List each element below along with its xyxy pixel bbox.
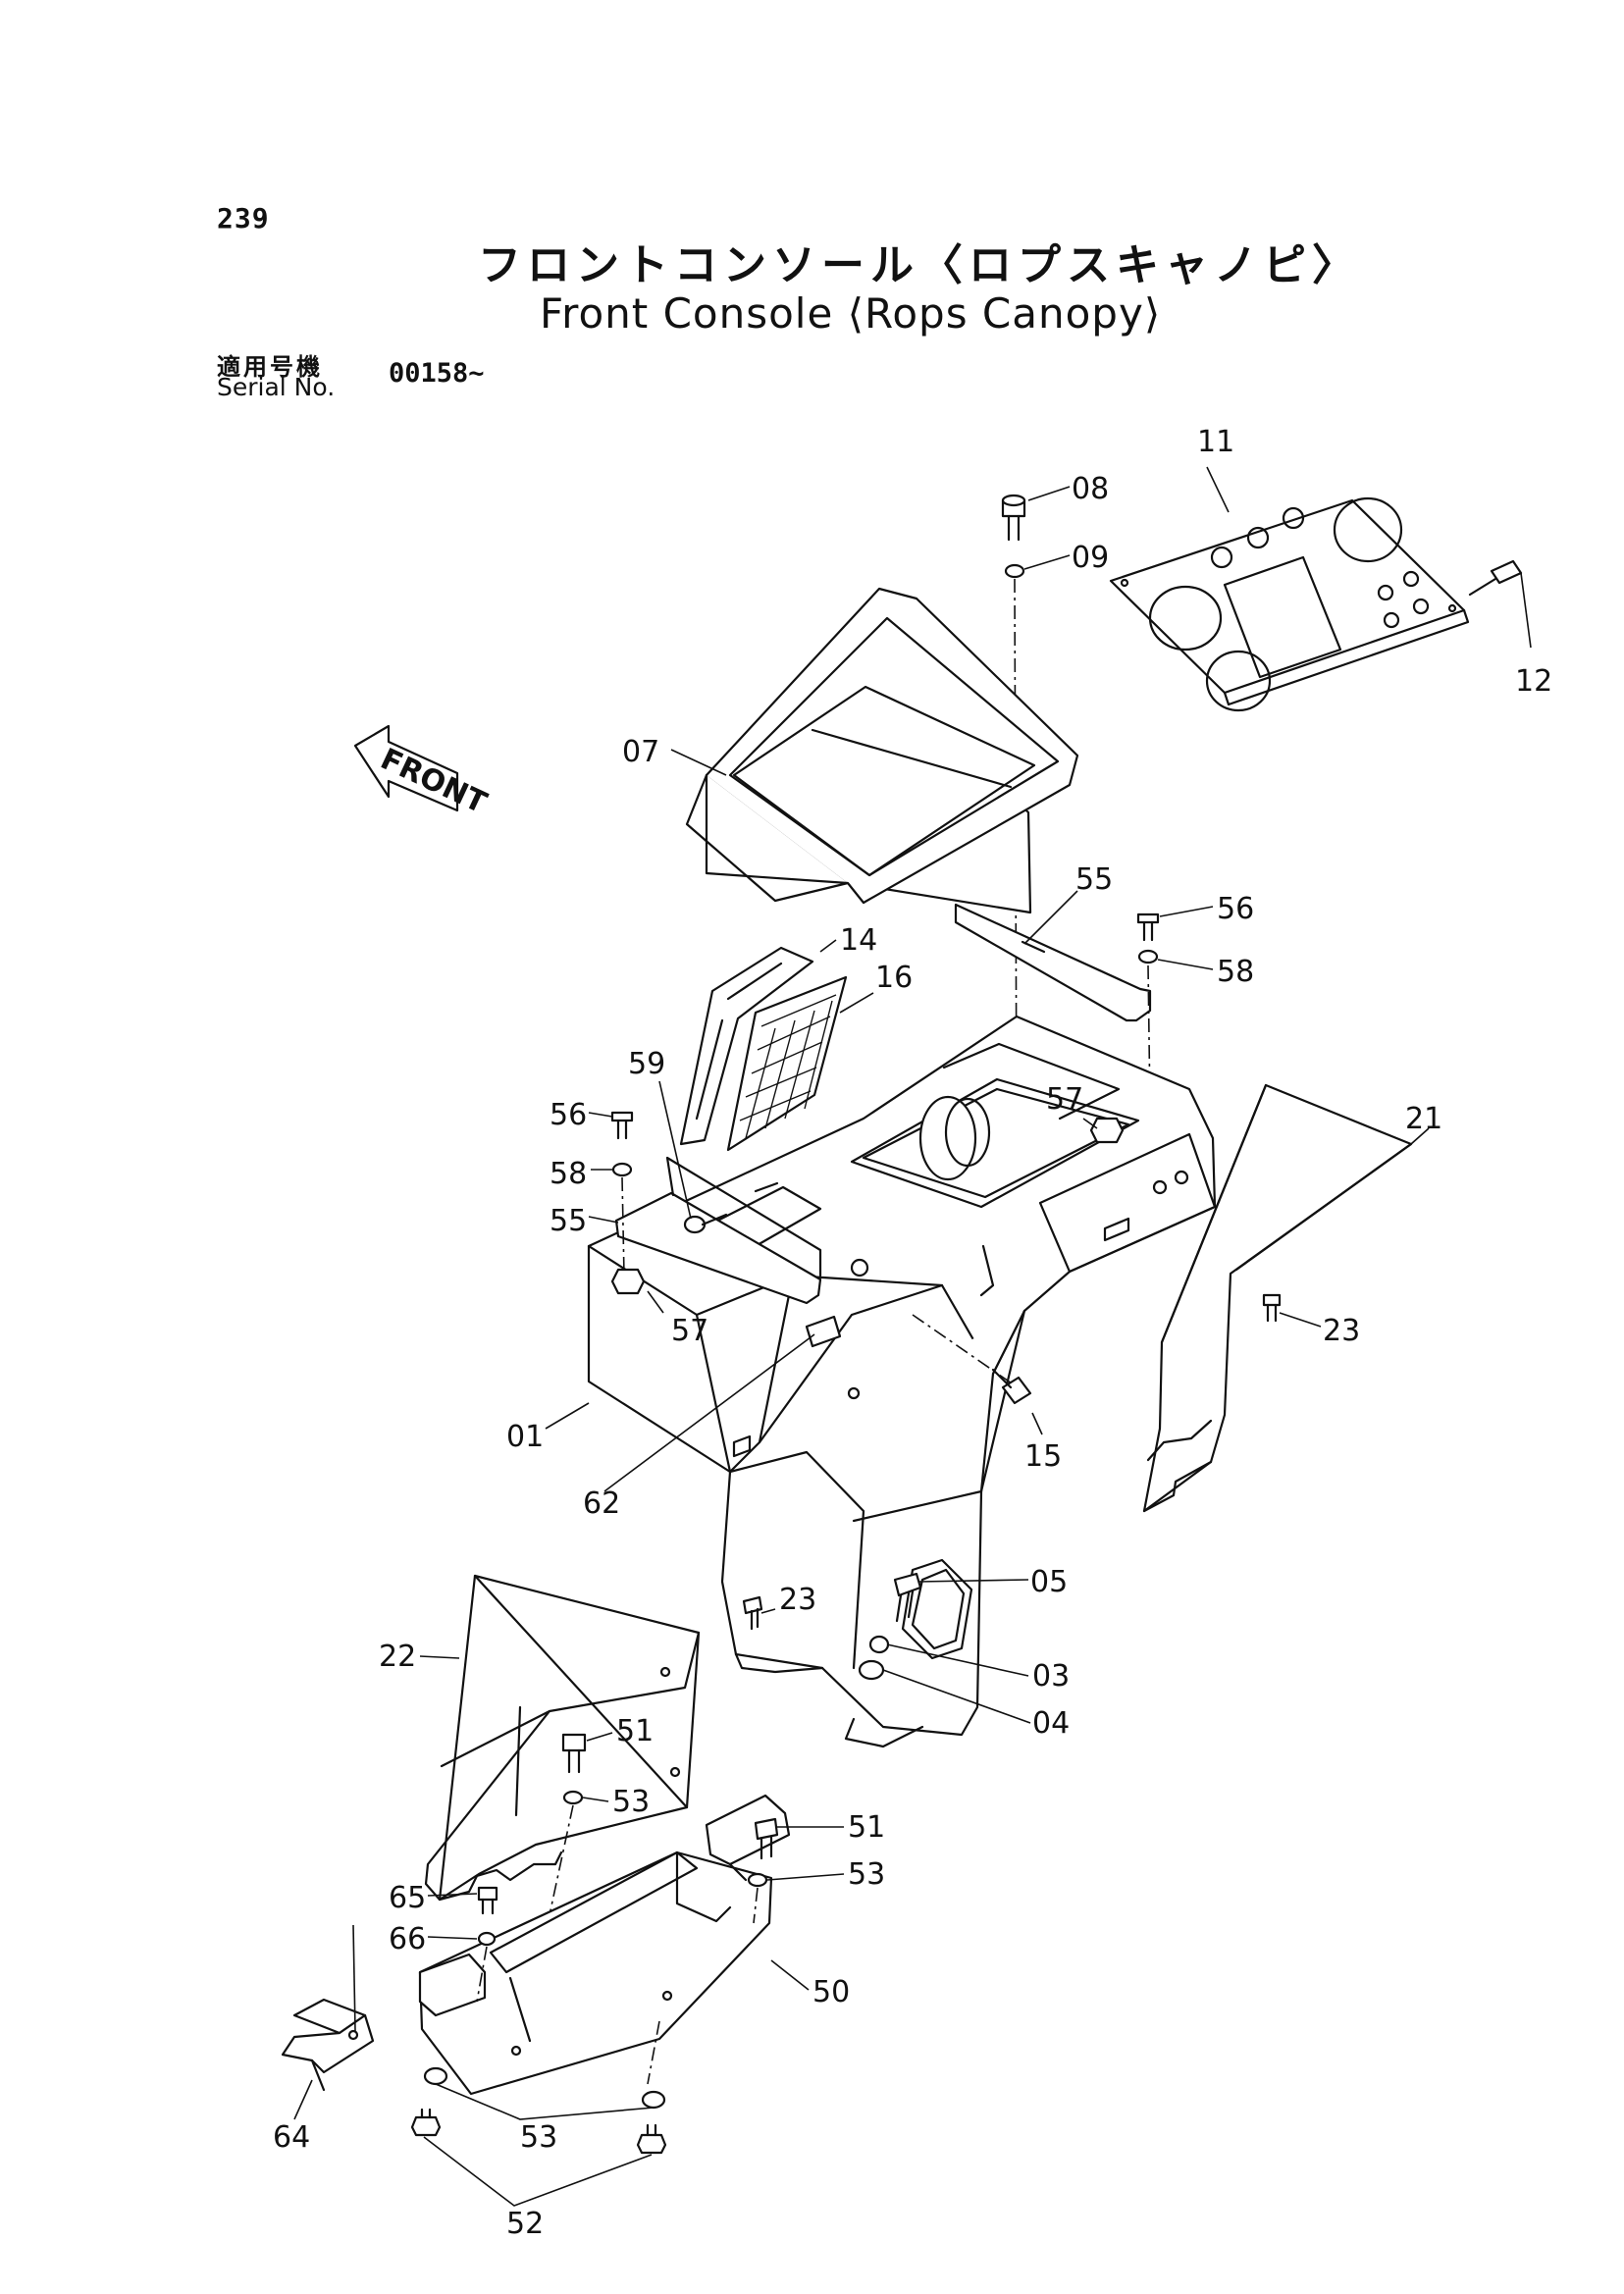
part-12-screw xyxy=(1468,559,1523,597)
callout-51-right: 51 xyxy=(848,1810,885,1845)
callout-11: 11 xyxy=(1197,425,1234,459)
callout-57-right: 57 xyxy=(1046,1082,1083,1117)
callout-53-bottom: 53 xyxy=(520,2120,557,2155)
callout-53-right: 53 xyxy=(848,1857,885,1892)
part-04-washer xyxy=(858,1659,885,1681)
part-58-washer-right xyxy=(1137,949,1159,965)
callout-62: 62 xyxy=(583,1486,620,1521)
callout-04: 04 xyxy=(1032,1706,1070,1741)
callout-55-left: 55 xyxy=(550,1204,587,1238)
callout-57-left: 57 xyxy=(671,1314,708,1348)
part-62-fitting xyxy=(805,1315,842,1348)
callout-23-right: 23 xyxy=(1323,1314,1360,1348)
part-53-washer-right xyxy=(747,1872,768,1888)
callout-07: 07 xyxy=(622,735,659,769)
callout-labels: 08 09 11 12 07 55 56 58 14 16 57 21 59 5… xyxy=(273,425,1552,2241)
callout-58-right: 58 xyxy=(1217,955,1254,989)
part-21-side-cover-right xyxy=(1142,1083,1413,1513)
title-japanese: フロントコンソール〈ロプスキャノピ〉 xyxy=(478,240,1361,290)
callout-64: 64 xyxy=(273,2120,310,2155)
leader-lines xyxy=(293,466,1532,2207)
part-50-base-plate xyxy=(418,1794,791,2096)
callout-12: 12 xyxy=(1515,664,1552,699)
callout-23-left: 23 xyxy=(779,1583,816,1617)
part-51-bolt-left xyxy=(561,1733,587,1774)
callout-09: 09 xyxy=(1072,541,1109,575)
serial-label-english: Serial No. xyxy=(217,373,336,401)
callout-15: 15 xyxy=(1024,1439,1062,1474)
callout-51-left: 51 xyxy=(616,1714,654,1748)
part-53-washer-bottom-left xyxy=(423,2066,448,2086)
part-03-lock-washer xyxy=(868,1635,890,1654)
callout-55-right: 55 xyxy=(1075,862,1113,897)
part-23-bolt-right xyxy=(1262,1293,1282,1323)
part-55-cover-right xyxy=(954,903,1152,1022)
callout-66: 66 xyxy=(389,1922,426,1956)
serial-label-japanese: 適用号機 xyxy=(217,353,323,381)
part-65-bolt xyxy=(477,1886,498,1915)
callout-65: 65 xyxy=(389,1881,426,1915)
pedestal xyxy=(720,1310,1025,1748)
part-14-bracket xyxy=(679,946,814,1146)
part-59-screw xyxy=(683,1213,728,1234)
part-11-instrument-panel xyxy=(1109,496,1470,712)
callout-56-right: 56 xyxy=(1217,892,1254,926)
part-09-washer xyxy=(1004,563,1025,579)
part-64-bracket xyxy=(281,1924,375,2092)
front-arrow-icon: FRONT xyxy=(353,724,493,821)
part-07-meter-hood xyxy=(685,587,1079,914)
part-52-bolt-left xyxy=(410,2108,442,2137)
callout-50: 50 xyxy=(812,1975,850,2009)
callout-53-left: 53 xyxy=(612,1785,650,1819)
callout-58-left: 58 xyxy=(550,1157,587,1191)
part-15-bolt xyxy=(991,1368,1032,1405)
part-56-screw-left xyxy=(610,1111,634,1140)
part-05-bolt xyxy=(893,1572,922,1623)
callout-08: 08 xyxy=(1072,472,1109,506)
part-16-filter xyxy=(726,975,848,1152)
callout-03: 03 xyxy=(1032,1659,1070,1694)
callout-56-left: 56 xyxy=(550,1098,587,1132)
callout-21: 21 xyxy=(1405,1102,1442,1136)
part-23-bolt-left xyxy=(742,1595,763,1631)
part-57-nut-right xyxy=(1089,1117,1125,1144)
title-english: Front Console ⟨Rops Canopy⟩ xyxy=(540,289,1162,338)
part-52-bolt-right xyxy=(636,2123,667,2155)
callout-14: 14 xyxy=(840,923,877,958)
part-53-washer-left xyxy=(562,1790,584,1805)
callout-52: 52 xyxy=(506,2207,544,2241)
part-53-washer-bottom-right xyxy=(641,2090,666,2110)
callout-05: 05 xyxy=(1030,1565,1068,1599)
serial-value: 00158~ xyxy=(389,358,485,389)
part-56-screw-right xyxy=(1136,912,1160,942)
callout-59: 59 xyxy=(628,1047,665,1081)
callout-22: 22 xyxy=(379,1640,416,1674)
page-number: 239 xyxy=(217,202,270,235)
callout-16: 16 xyxy=(875,961,913,995)
part-57-nut-left xyxy=(610,1268,646,1295)
part-55-cover-left xyxy=(614,1156,822,1305)
part-66-washer xyxy=(477,1931,497,1947)
callout-01: 01 xyxy=(506,1420,544,1454)
part-58-washer-left xyxy=(611,1162,633,1177)
part-08-bolt xyxy=(1001,494,1026,542)
part-51-bolt-right xyxy=(754,1817,779,1860)
